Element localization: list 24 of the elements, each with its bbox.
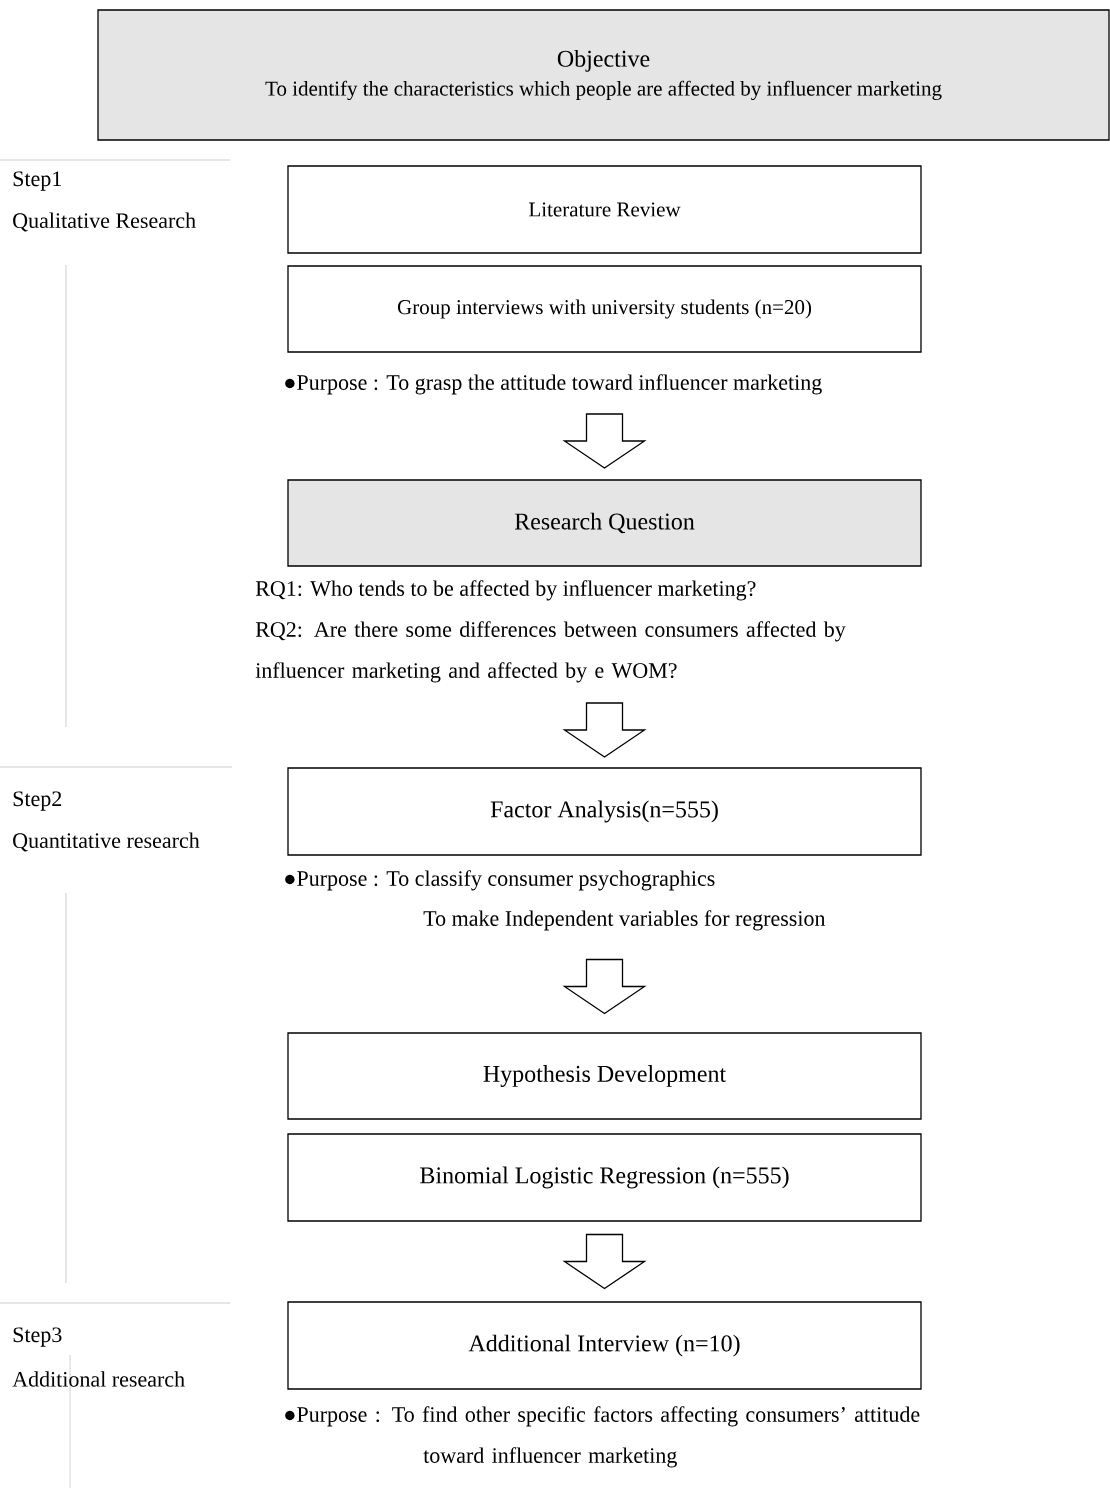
note-text: ●Purpose : To classify consumer psychographics xyxy=(285,870,715,891)
process-box: Hypothesis Development xyxy=(287,1032,922,1120)
step-label: Additional research xyxy=(12,1371,185,1387)
process-box: Binomial Logistic Regression (n=555) xyxy=(287,1133,922,1222)
block-arrow xyxy=(562,413,647,469)
step-label: Quantitative research xyxy=(13,832,200,852)
step-label: Step1 xyxy=(13,171,61,191)
block-arrow xyxy=(562,958,647,1015)
step-label: Step3 xyxy=(13,1327,62,1347)
note-text: RQ1: Who tends to be affected by influencer marketing? xyxy=(255,580,756,601)
note-text: RQ2: Are there some differences between consumers affected by influencer marketing and affected by e WOM? xyxy=(255,621,846,683)
note-text: ●Purpose : To find other specific factors affecting consumers’ attitude toward influencer marketing xyxy=(285,1406,920,1468)
process-box: Literature Review xyxy=(287,165,922,254)
step-label: Qualitative Research xyxy=(13,212,196,232)
process-box: Group interviews with university students (n=20) xyxy=(287,265,922,353)
block-arrow xyxy=(562,1233,647,1290)
process-box: Factor Analysis(n=555) xyxy=(287,767,922,856)
process-box: Research Question xyxy=(287,479,922,567)
objective-box: Objective To identify the characteristics which people are affected by influencer marketing xyxy=(97,9,1110,141)
note-text: To make Independent variables for regression xyxy=(423,910,826,931)
block-arrow xyxy=(562,702,647,758)
step-label: Step2 xyxy=(13,791,62,811)
process-box: Additional Interview (n=10) xyxy=(287,1301,922,1390)
note-text: ●Purpose : To grasp the attitude toward influencer marketing xyxy=(285,374,822,395)
